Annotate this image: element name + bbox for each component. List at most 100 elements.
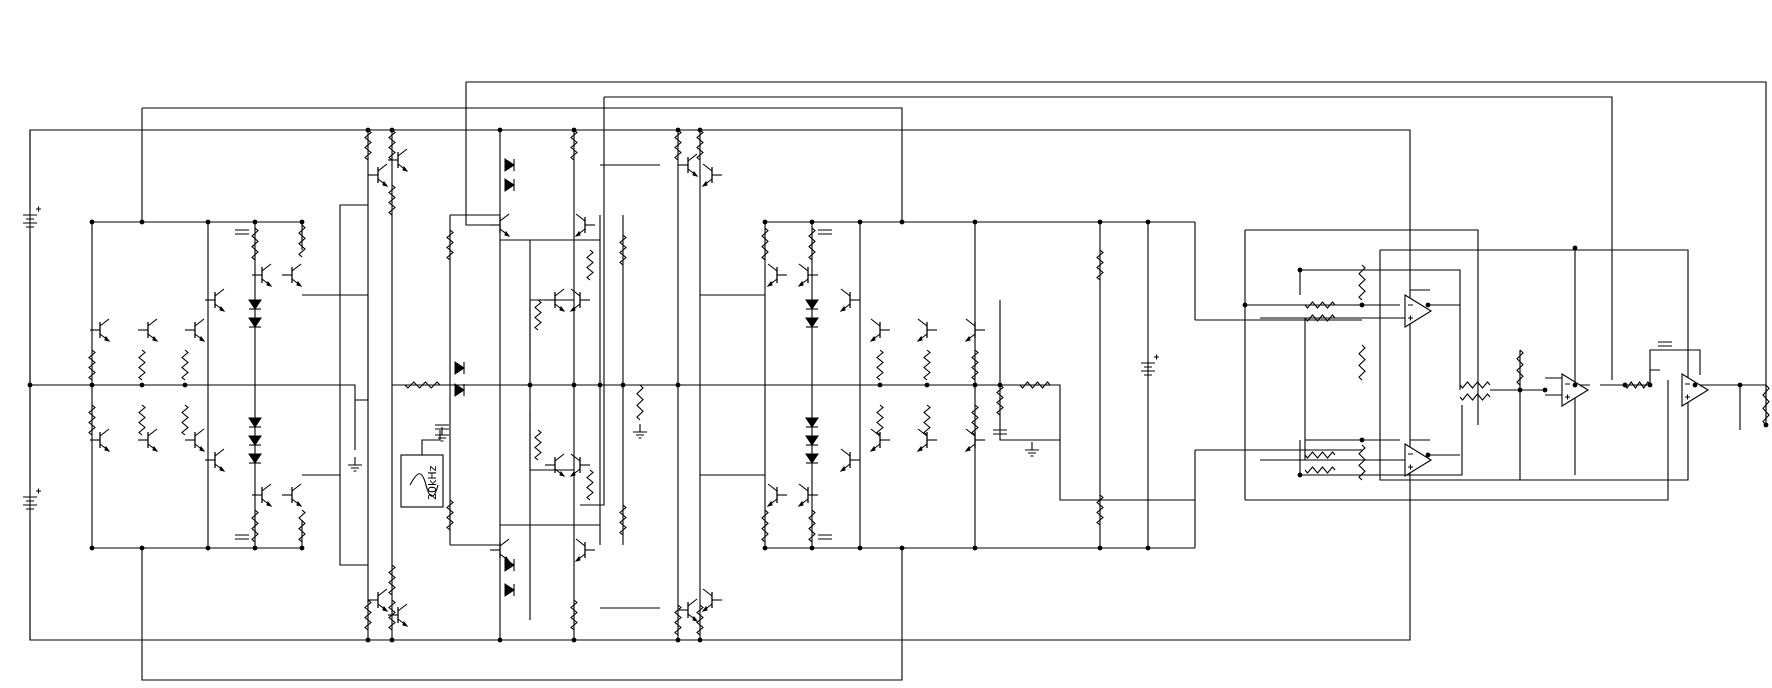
npn-transistor <box>797 483 818 507</box>
npn-transistor <box>490 538 511 562</box>
junction-dot <box>182 382 188 388</box>
npn-transistor <box>869 318 890 342</box>
junction-dot <box>299 219 305 225</box>
resistor <box>251 227 259 261</box>
junction-dot <box>997 382 1003 388</box>
resistor <box>923 349 931 381</box>
npn-transistor <box>490 213 511 237</box>
right-stage-rails <box>765 221 1195 549</box>
op-amp <box>1404 443 1433 477</box>
resistor <box>446 229 454 261</box>
resistor <box>1358 264 1366 301</box>
junction-dot <box>571 127 577 133</box>
junction-dot <box>299 545 305 551</box>
junction-dot <box>877 382 883 388</box>
junction-dot <box>899 219 905 225</box>
resistor <box>570 599 578 631</box>
resistor <box>761 509 769 543</box>
npn-transistor <box>90 428 111 452</box>
ground-symbol <box>1025 442 1039 457</box>
diode <box>805 417 819 428</box>
resistor <box>1358 444 1366 481</box>
resistor <box>364 129 372 161</box>
resistor <box>364 599 372 631</box>
components <box>23 129 1770 636</box>
junction-dot <box>139 382 145 388</box>
resistor <box>674 129 682 161</box>
resistor <box>808 227 816 261</box>
source-label: 20kHz <box>426 465 439 500</box>
junction-dot <box>1622 382 1628 388</box>
resistor <box>88 349 96 381</box>
upper-feedback-loop <box>142 107 903 222</box>
resistor <box>298 509 306 543</box>
junction-dot <box>389 637 395 643</box>
npn-transistor <box>388 603 409 627</box>
junction-dot <box>620 382 626 388</box>
npn-transistor <box>368 588 389 612</box>
npn-transistor <box>185 428 206 452</box>
junction-dot <box>205 545 211 551</box>
ground-symbol <box>633 424 647 439</box>
signal-source: 20kHz <box>400 430 444 508</box>
junction-dot <box>857 545 863 551</box>
resistor <box>138 349 146 381</box>
input-line <box>30 384 356 450</box>
junction-dot <box>1425 302 1431 308</box>
lower-feedback-loop <box>141 548 903 681</box>
junction-dot <box>597 382 603 388</box>
resistor <box>534 429 542 461</box>
resistor <box>586 249 594 281</box>
npn-transistor <box>252 263 273 287</box>
capacitor <box>818 229 832 235</box>
resistor <box>388 599 396 631</box>
junction-dot <box>1517 387 1523 393</box>
opamp-feedback-top <box>1245 229 1479 425</box>
op-amp <box>1681 373 1710 407</box>
junction-dot <box>1572 245 1578 251</box>
junction-dot <box>809 219 815 225</box>
junction-dot <box>497 127 503 133</box>
npn-transistor <box>574 213 595 237</box>
junction-dot <box>1145 545 1151 551</box>
resistor <box>388 129 396 161</box>
resistor <box>696 129 704 161</box>
second-feedback-line <box>604 96 1613 380</box>
diode <box>504 558 515 572</box>
junction-dot <box>1097 219 1103 225</box>
diode <box>504 158 515 172</box>
npn-transistor <box>185 318 206 342</box>
ground-symbol <box>348 457 362 472</box>
junction-dot <box>205 219 211 225</box>
capacitor <box>435 424 449 430</box>
resistor <box>88 404 96 436</box>
npn-transistor <box>574 538 595 562</box>
capacitor <box>993 429 1007 435</box>
resistor <box>1304 314 1336 322</box>
junction-dot <box>571 382 577 388</box>
junction-dot <box>762 545 768 551</box>
ground-symbol <box>435 427 449 442</box>
junction-dot <box>1097 545 1103 551</box>
resistor <box>388 184 396 216</box>
npn-transistor <box>545 288 566 312</box>
diode <box>248 317 262 328</box>
resistor <box>298 224 306 258</box>
diode <box>805 435 819 446</box>
diode <box>805 453 819 464</box>
op-amp <box>1561 373 1590 407</box>
junction-dot <box>1145 219 1151 225</box>
diode <box>504 178 515 192</box>
npn-transistor <box>766 263 787 287</box>
resistor <box>570 129 578 161</box>
left-stage-rails <box>92 221 302 549</box>
npn-transistor <box>282 483 303 507</box>
junction-dot <box>1297 267 1303 273</box>
npn-transistor <box>678 153 699 177</box>
resistor <box>674 604 682 636</box>
junction-dot <box>571 637 577 643</box>
resistor <box>181 349 189 381</box>
diode <box>805 317 819 328</box>
